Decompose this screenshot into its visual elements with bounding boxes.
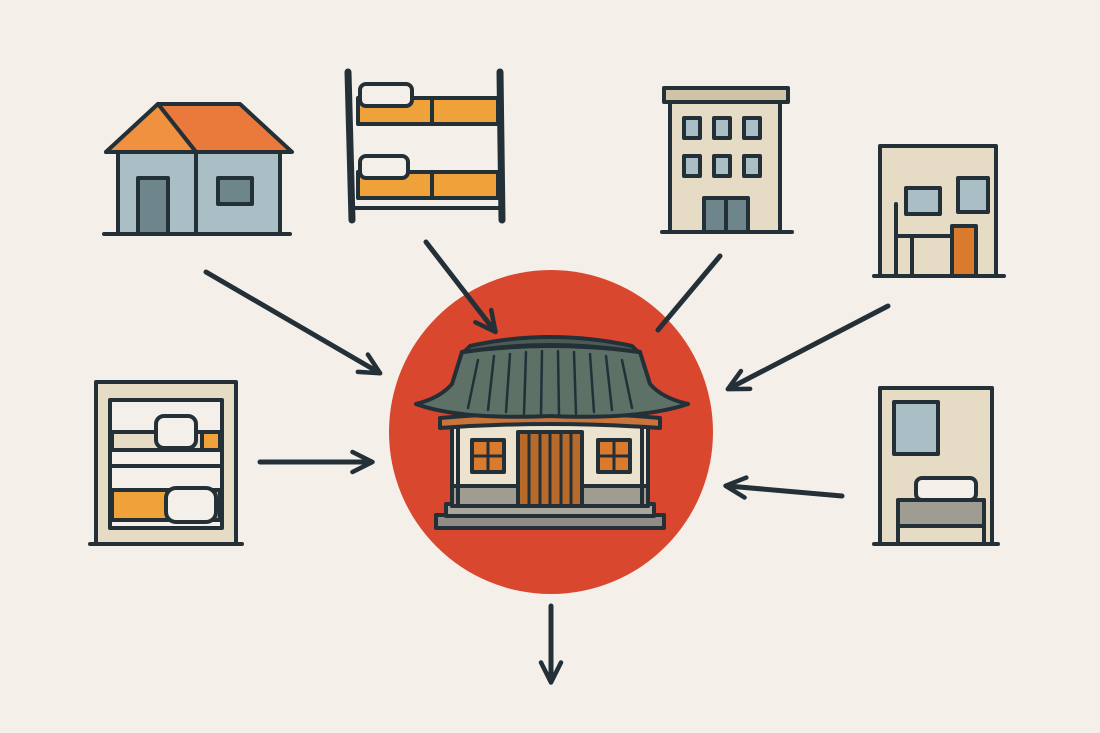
arrow-studio-to-center	[725, 303, 891, 392]
hanok-icon	[414, 335, 690, 530]
arrow-single-room-to-center	[723, 475, 845, 500]
apartment-building-icon	[660, 86, 794, 234]
studio-room-icon	[872, 144, 1006, 278]
bunk-bed-icon	[344, 68, 506, 224]
single-room-icon	[872, 386, 1000, 546]
dormitory-bunk-icon	[88, 380, 244, 546]
house-icon	[102, 102, 294, 236]
arrow-house-to-center	[203, 269, 383, 376]
arrow-bunk-bed-to-center	[423, 239, 498, 335]
arrow-apartment-to-center	[655, 253, 723, 333]
